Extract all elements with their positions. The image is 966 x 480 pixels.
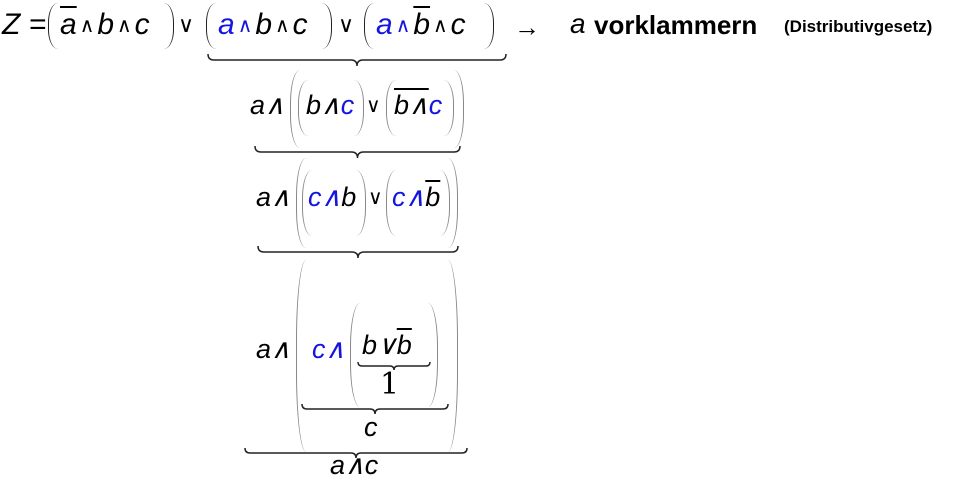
paren-open [48,3,58,49]
paren-close [354,80,364,136]
note-text: vorklammern [594,10,758,40]
var-b-negated: b [413,8,431,41]
brace-path [357,361,431,371]
brace-path [257,245,459,259]
or-op: ∨ [338,12,355,37]
brace-path [207,53,507,67]
term2: a∧b∧c [218,10,308,40]
underbrace [254,145,461,159]
bracket-open [290,70,300,148]
and-op: ∧ [395,15,411,37]
paren-open [302,170,312,236]
b-or-nb: b∨b [362,330,412,360]
paren-close [428,303,438,407]
paren-close [444,80,454,136]
and-op: ∧ [433,15,448,37]
brace-path [244,447,468,459]
a-and: a∧ [256,334,291,364]
bracket-open [296,158,306,248]
and-op: ∧ [275,15,290,37]
bracket-close [448,158,458,248]
brace-path [301,403,449,415]
c-and: c∧ [312,334,346,364]
and-op: ∧ [117,15,132,37]
var-c: c [450,8,466,41]
arrow-icon: → [514,12,540,42]
or-op: ∨ [366,95,381,117]
term3: a∧b∧c [376,10,466,40]
underbrace [207,53,507,67]
lhs-z: Z = [2,8,47,41]
paren-open [364,3,374,49]
paren-open [386,170,396,236]
result-c: c [364,412,378,442]
term-c-and-b: c∧b [308,182,357,212]
paren-close [164,3,174,49]
var-a: a [218,8,235,41]
paren-close [440,170,450,236]
value-one: 1 [380,367,400,402]
bracket-close [448,260,458,452]
a-and: a∧ [256,182,291,212]
var-c: c [134,8,150,41]
term1: a∧b∧c [60,10,150,40]
and-op: ∧ [79,15,95,37]
paren-open [350,303,360,407]
final-result: a∧c [330,450,379,480]
paren-close [356,170,366,236]
or-op: ∨ [178,12,195,37]
underbrace [244,447,468,459]
brace-path [254,145,461,159]
underbrace [357,361,431,371]
var-c: c [292,8,308,41]
paren-open [298,80,308,136]
term-c-and-nb: c∧b [392,182,441,212]
term-b-and-c: b∧c [306,90,355,120]
bracket-open [296,260,306,452]
term-nb-and-c: b∧c [394,90,443,120]
underbrace [301,403,449,415]
paren-close [322,3,332,49]
paren-open [386,80,396,136]
var-a-negated: a [60,8,77,41]
var-b: b [97,8,115,41]
var-b: b [255,8,273,41]
paren-open [206,3,216,49]
paren-close [484,3,494,49]
or-op: ∨ [368,187,383,209]
note-var: a [570,8,586,39]
bracket-close [454,70,464,148]
and-op: ∧ [237,15,253,37]
underbrace [257,245,459,259]
var-a: a [376,8,393,41]
note-law: (Distributivgesetz) [784,17,933,36]
a-and: a∧ [250,90,285,120]
